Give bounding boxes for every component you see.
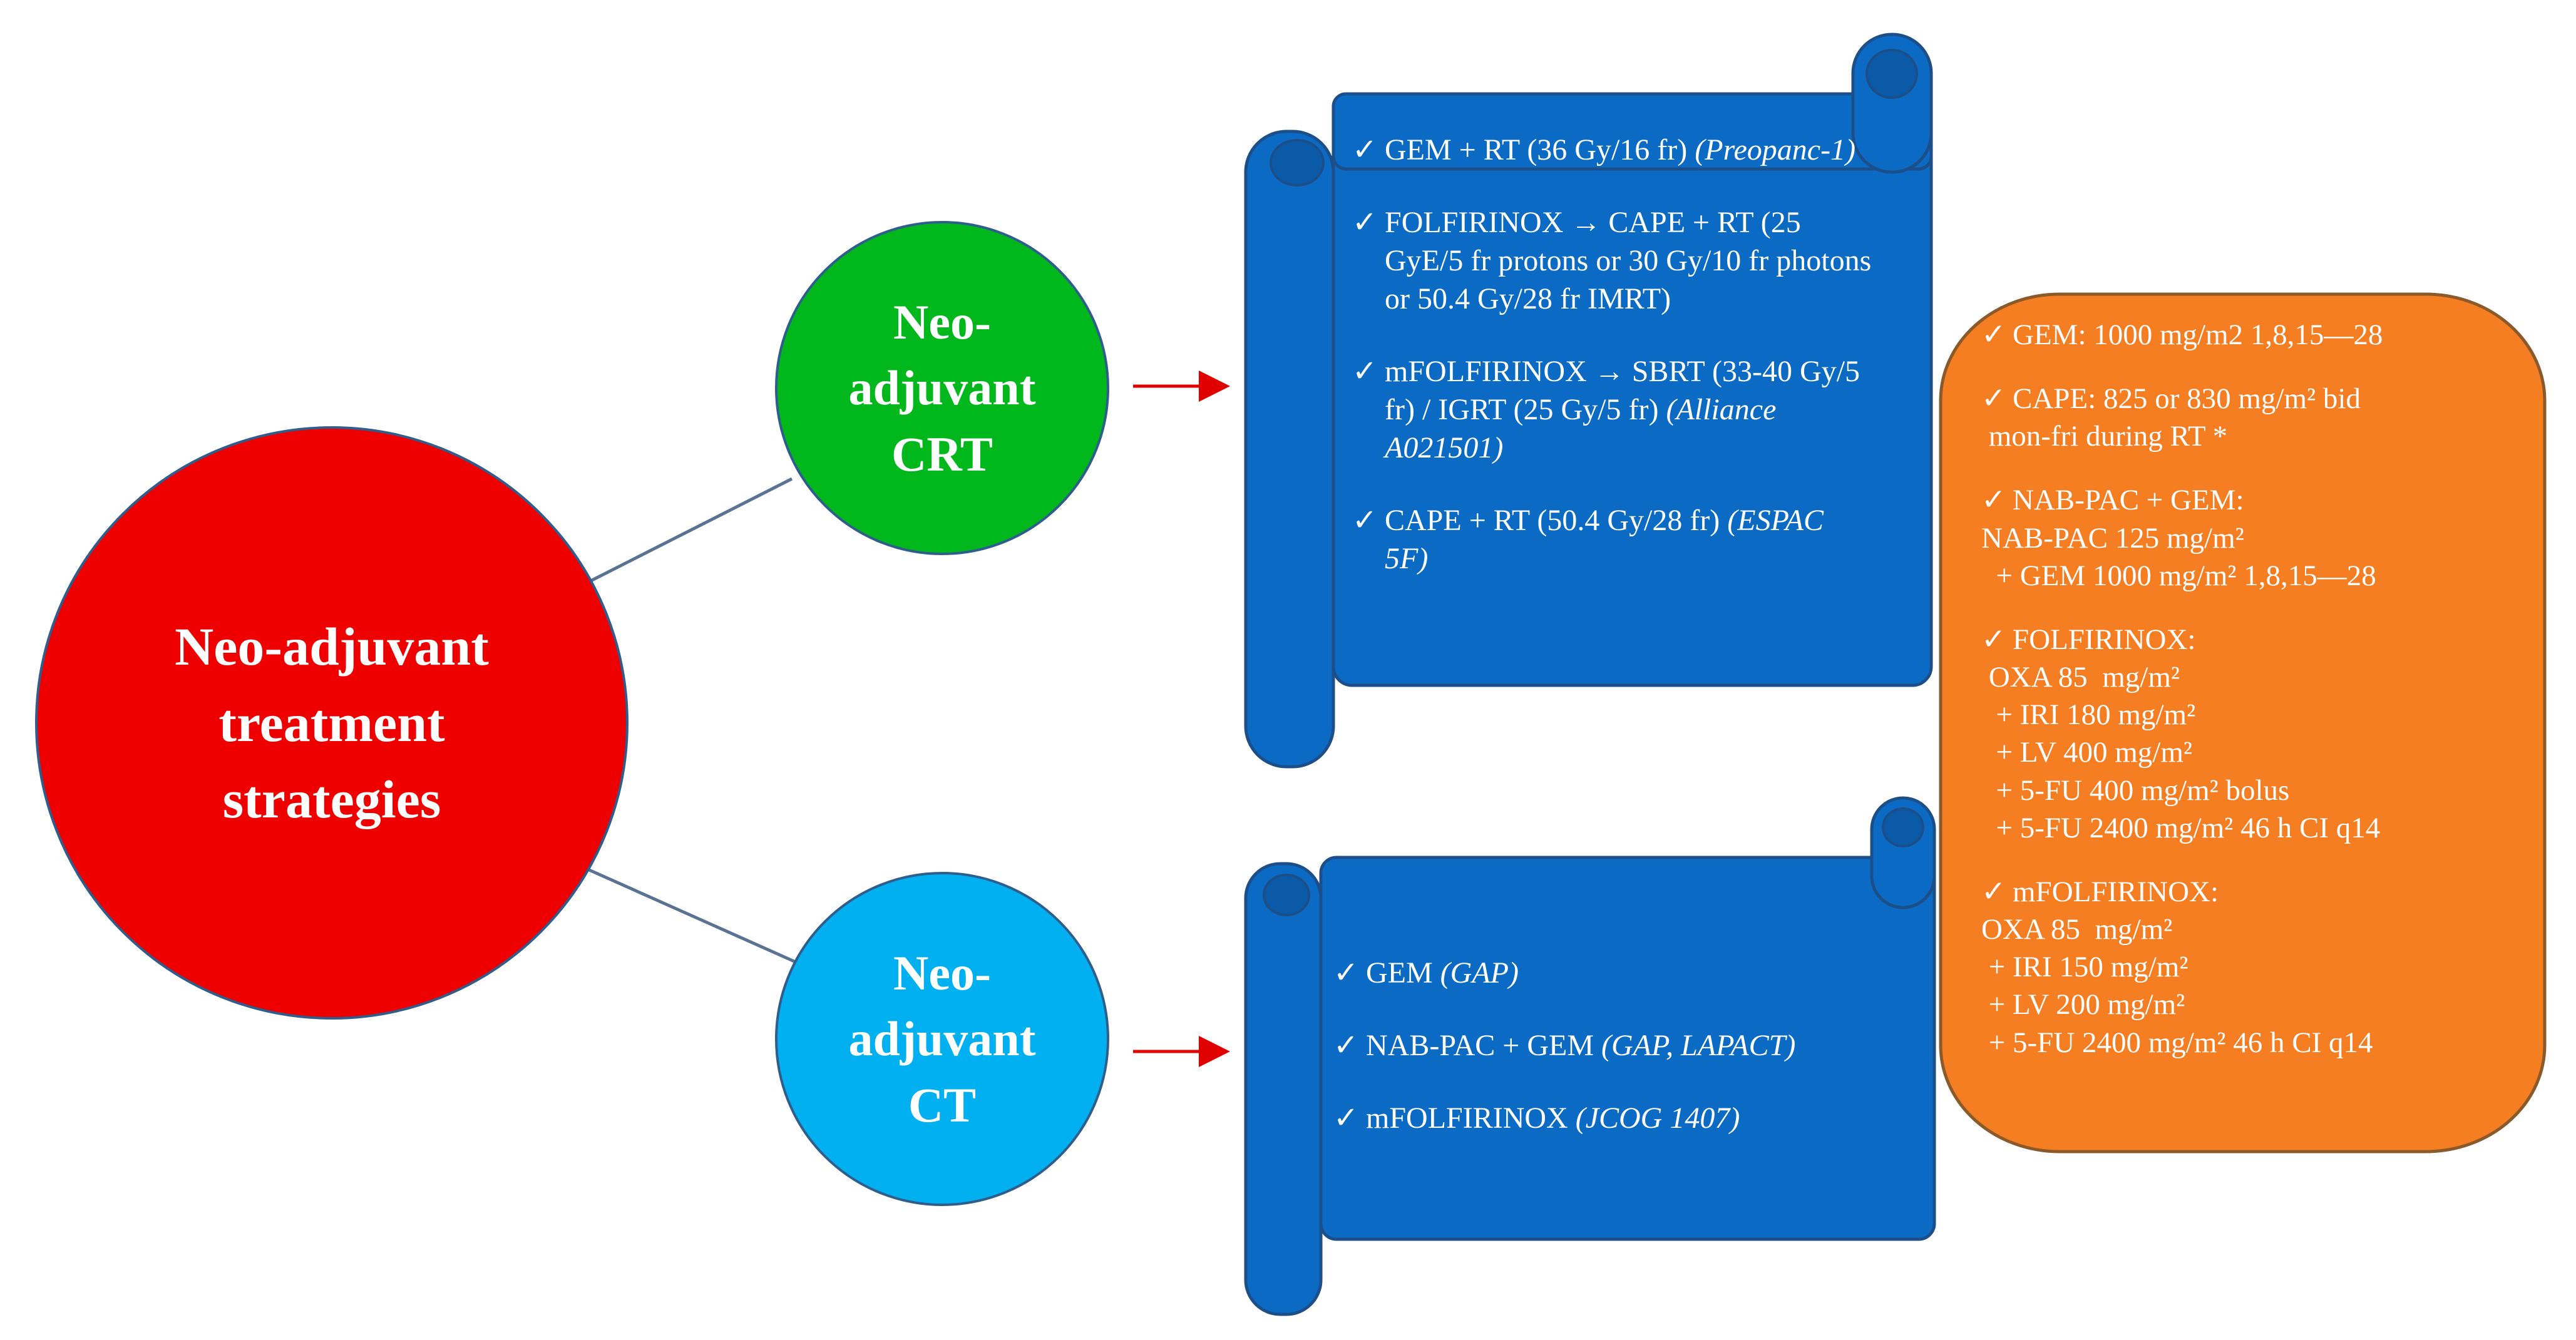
check-mark-icon: ✓ xyxy=(1981,623,2006,656)
dose-item: ✓CAPE: 825 or 830 mg/m² bid mon-fri duri… xyxy=(1981,380,2526,455)
ct-circle xyxy=(775,872,1109,1206)
check-mark-icon: ✓ xyxy=(1352,354,1378,388)
dose-line: + LV 400 mg/m² xyxy=(1981,736,2193,769)
crt-regimen-item: ✓ mFOLFIRINOX → SBRT (33-40 Gy/5 fr) / I… xyxy=(1352,353,1872,468)
ct-scroll xyxy=(1244,796,1936,1316)
crt-scroll xyxy=(1244,33,1933,769)
dose-line: + 5-FU 2400 mg/m² 46 h CI q14 xyxy=(1981,1026,2373,1059)
dose-line: OXA 85 mg/m² xyxy=(1981,661,2180,694)
dose-item: ✓NAB-PAC + GEM: NAB-PAC 125 mg/m² + GEM … xyxy=(1981,481,2526,594)
check-mark-icon: ✓ xyxy=(1333,1028,1359,1062)
dose-line: + 5-FU 400 mg/m² bolus xyxy=(1981,774,2290,807)
dose-line: mon-fri during RT * xyxy=(1981,420,2228,453)
ct-regimen-list: ✓ GEM (GAP) ✓ NAB-PAC + GEM (GAP, LAPACT… xyxy=(1333,954,1897,1172)
dose-list: ✓GEM: 1000 mg/m2 1,8,15—28 ✓CAPE: 825 or… xyxy=(1981,316,2526,1088)
dose-line: OXA 85 mg/m² xyxy=(1981,913,2173,946)
crt-circle-label: Neo- adjuvant CRT xyxy=(848,295,1036,481)
crt-regimen-item: ✓ CAPE + RT (50.4 Gy/28 fr) (ESPAC 5F) xyxy=(1352,502,1872,578)
check-mark-icon: ✓ xyxy=(1352,503,1378,537)
dose-line: NAB-PAC 125 mg/m² xyxy=(1981,521,2244,555)
check-mark-icon: ✓ xyxy=(1981,875,2006,908)
dose-item: ✓FOLFIRINOX: OXA 85 mg/m² + IRI 180 mg/m… xyxy=(1981,621,2526,847)
dose-box xyxy=(1939,292,2547,1153)
check-mark-icon: ✓ xyxy=(1333,1101,1359,1135)
ct-regimen-item: ✓ mFOLFIRINOX (JCOG 1407) xyxy=(1333,1100,1897,1138)
check-mark-icon: ✓ xyxy=(1981,484,2006,517)
dose-line: + GEM 1000 mg/m² 1,8,15—28 xyxy=(1981,559,2376,592)
crt-regimen-list: ✓ GEM + RT (36 Gy/16 fr) (Preopanc-1) ✓ … xyxy=(1352,131,1872,613)
ct-regimen-item: ✓ NAB-PAC + GEM (GAP, LAPACT) xyxy=(1333,1027,1897,1065)
check-mark-icon: ✓ xyxy=(1981,319,2006,351)
dose-item: ✓mFOLFIRINOX: OXA 85 mg/m² + IRI 150 mg/… xyxy=(1981,873,2526,1061)
dose-line: + LV 200 mg/m² xyxy=(1981,988,2185,1021)
connector-main-to-crt xyxy=(581,477,793,587)
connector-main-to-ct xyxy=(581,865,815,972)
check-mark-icon: ✓ xyxy=(1981,382,2006,416)
main-circle xyxy=(35,426,629,1020)
check-mark-icon: ✓ xyxy=(1352,133,1378,166)
crt-regimen-item: ✓ FOLFIRINOX → CAPE + RT (25 GyE/5 fr pr… xyxy=(1352,204,1872,319)
crt-circle xyxy=(775,221,1109,555)
dose-line: + IRI 150 mg/m² xyxy=(1981,951,2189,984)
dose-line: + IRI 180 mg/m² xyxy=(1981,698,2196,732)
check-mark-icon: ✓ xyxy=(1333,956,1359,990)
ct-regimen-item: ✓ GEM (GAP) xyxy=(1333,954,1897,993)
crt-regimen-item: ✓ GEM + RT (36 Gy/16 fr) (Preopanc-1) xyxy=(1352,131,1872,170)
dose-item: ✓GEM: 1000 mg/m2 1,8,15—28 xyxy=(1981,316,2526,354)
main-circle-label: Neo-adjuvant treatment strategies xyxy=(175,616,489,830)
ct-circle-label: Neo- adjuvant CT xyxy=(848,946,1036,1132)
dose-line: + 5-FU 2400 mg/m² 46 h CI q14 xyxy=(1981,811,2381,844)
check-mark-icon: ✓ xyxy=(1352,205,1378,239)
